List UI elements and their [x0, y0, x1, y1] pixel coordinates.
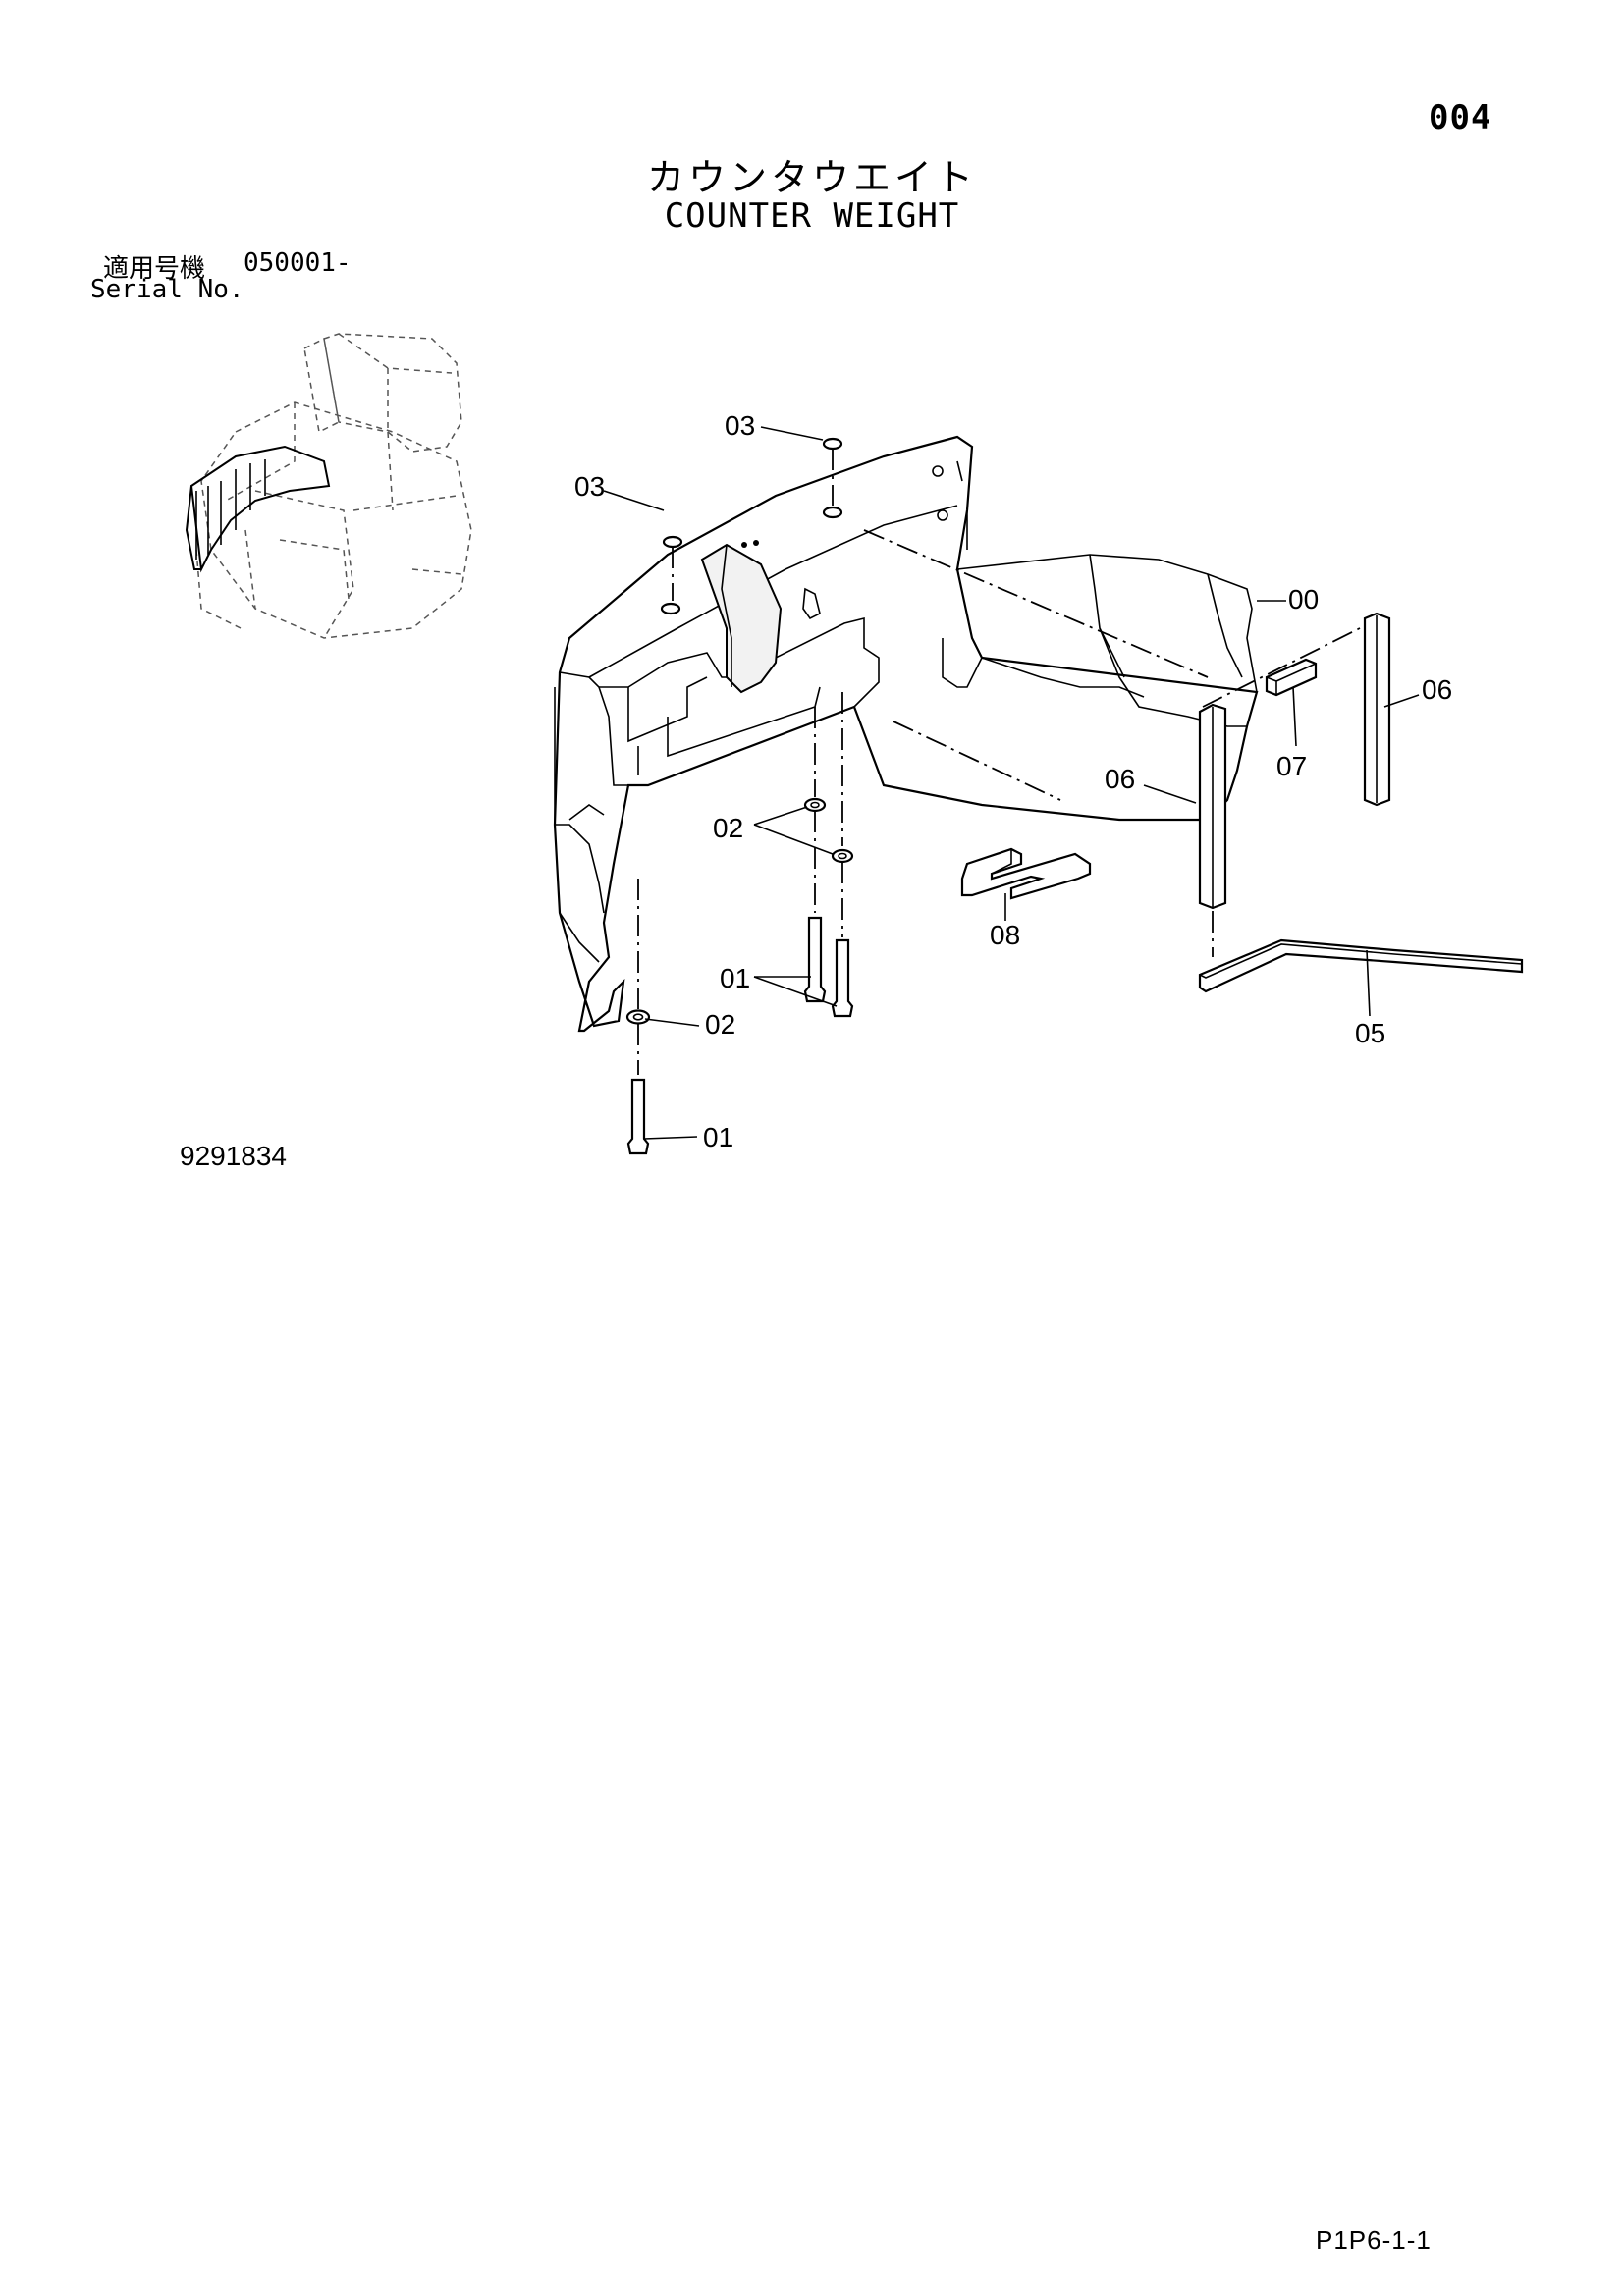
block-07 — [1265, 658, 1318, 697]
title-japanese: カウンタウエイト — [646, 156, 977, 199]
drawing-code: 9291834 — [180, 1141, 288, 1171]
callout-06-left: 06 — [1105, 764, 1135, 794]
center-line-to-plate — [1202, 627, 1361, 708]
bolt-set-lower — [625, 879, 651, 1155]
plate-06-right — [1363, 612, 1391, 807]
title-english: COUNTER WEIGHT — [664, 196, 960, 236]
page-code: P1P6-1-1 — [1316, 2225, 1432, 2255]
callout-05: 05 — [1355, 1018, 1385, 1048]
plug-03-right — [822, 437, 843, 519]
callout-02-lower: 02 — [705, 1009, 735, 1040]
locator-thumbnail — [185, 333, 472, 639]
serial-value: 050001- — [244, 248, 352, 278]
center-line-to-bracket — [893, 721, 1061, 801]
page-number: 004 — [1429, 98, 1492, 137]
bolt-set-upper — [803, 692, 854, 1018]
callout-03-upper: 03 — [725, 410, 755, 441]
plate-06-left — [1198, 703, 1227, 957]
counterweight-body — [553, 435, 1259, 1033]
callout-01-upper: 01 — [720, 963, 750, 993]
callout-00: 00 — [1288, 584, 1319, 614]
plate-05 — [1198, 938, 1524, 993]
callout-01-lower: 01 — [703, 1122, 733, 1152]
serial-label-english: Serial No. — [90, 275, 244, 304]
callout-03-left: 03 — [574, 471, 605, 502]
callout-07: 07 — [1276, 751, 1307, 781]
plug-03-left — [660, 535, 683, 615]
callout-06-right: 06 — [1422, 674, 1452, 705]
callout-08: 08 — [990, 920, 1020, 950]
leader-lines — [603, 426, 1420, 1140]
serial-label-japanese: 適用号機 — [103, 254, 206, 284]
callout-02-upper: 02 — [713, 813, 743, 843]
bracket-08 — [960, 847, 1092, 900]
center-line-to-arm — [863, 529, 1209, 678]
